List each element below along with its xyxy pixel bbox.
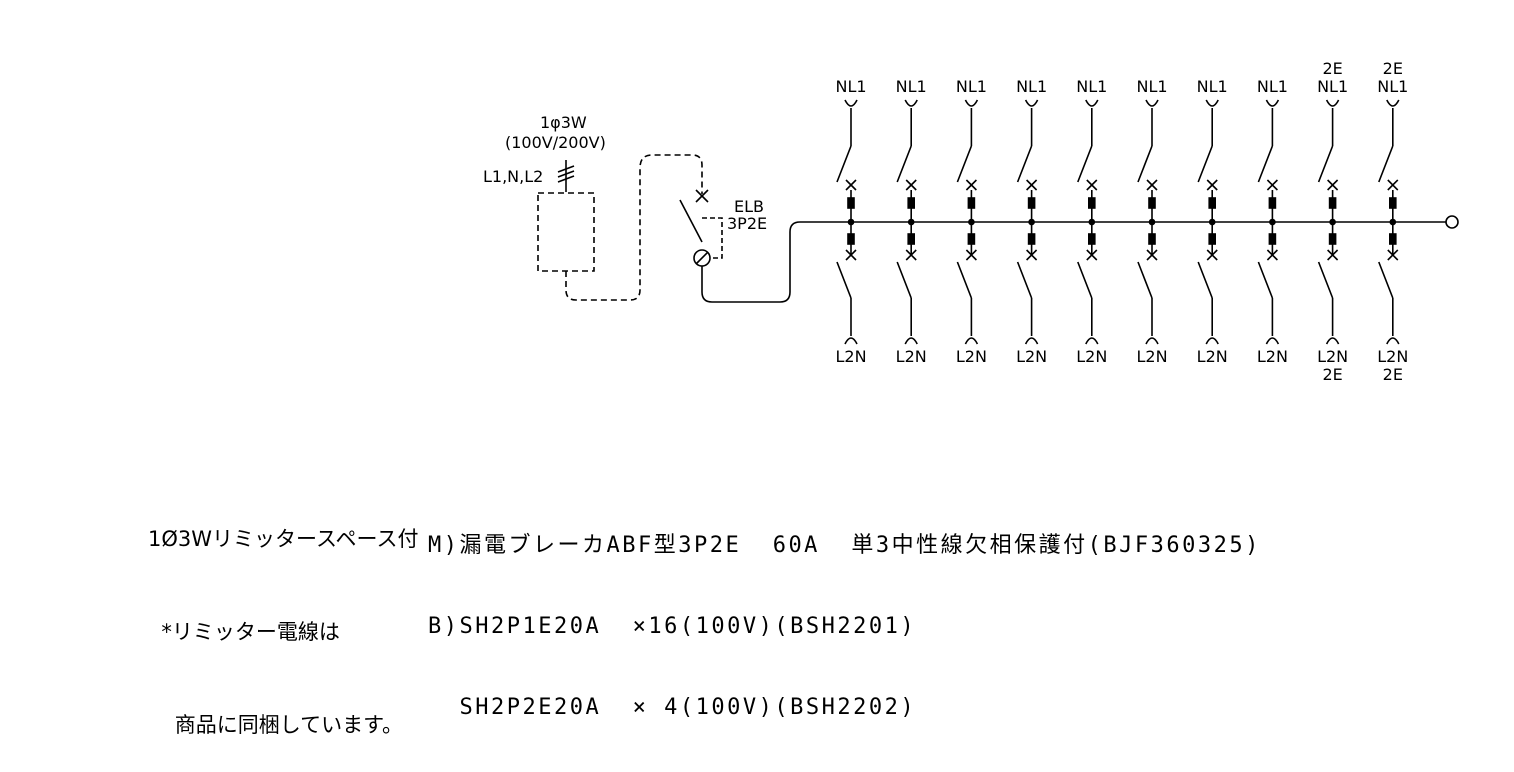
branch-circuit [956, 99, 979, 345]
branch-top-label: NL1 [835, 77, 866, 96]
branch-top-label: NL1 [1317, 77, 1348, 96]
branch-bottom-label: L2N [1377, 347, 1408, 366]
branch-bottom-extra: 2E [1383, 365, 1403, 384]
branch-top-label: NL1 [1197, 77, 1228, 96]
branch-top-label: NL1 [896, 77, 927, 96]
branch-top-label: NL1 [1377, 77, 1408, 96]
limiter-note-line3: 商品に同梱しています。 [148, 713, 403, 737]
branch-bottom-label: L2N [956, 347, 987, 366]
supply-lines-label: L1,N,L2 [483, 167, 543, 186]
branch-bottom-label: L2N [1136, 347, 1167, 366]
branch-top-label: NL1 [956, 77, 987, 96]
branch-bottom-label: L2N [1197, 347, 1228, 366]
branch-circuit [1257, 99, 1280, 345]
branch-circuit [1197, 99, 1219, 345]
branch-circuit [1137, 99, 1159, 345]
branch-bottom-extra: 2E [1322, 365, 1342, 384]
branch-circuit [1378, 99, 1400, 345]
branch-circuit [1317, 99, 1340, 345]
branch-top-label: NL1 [1016, 77, 1047, 96]
main-elb-breaker [679, 189, 1459, 303]
spec-branch-breakers-2: SH2P2E20A × 4(100V)(BSH2202) [428, 695, 917, 720]
spec-main-breaker: M)漏電ブレーカABF型3P2E 60A 単3中性線欠相保護付(BJF36032… [428, 533, 1261, 558]
branch-top-label: NL1 [1257, 77, 1288, 96]
single-line-wiring-diagram: 1φ3W (100V/200V) L1,N,L2 ELB 3P2E NL1L2N… [483, 59, 1459, 384]
branch-top-extra: 2E [1322, 59, 1342, 78]
branch-bottom-label: L2N [1076, 347, 1107, 366]
main-breaker-poles: 3P2E [727, 214, 767, 233]
limiter-notes: 1Ø3Wリミッタースペース付 *リミッター電線は 商品に同梱しています。 [148, 462, 418, 772]
spec-branch-breakers-1: B)SH2P1E20A ×16(100V)(BSH2201) [428, 614, 917, 639]
branch-bottom-label: L2N [1016, 347, 1047, 366]
main-breaker-type: ELB [734, 197, 764, 216]
branch-bottom-label: L2N [1317, 347, 1348, 366]
branch-top-label: NL1 [1136, 77, 1167, 96]
branch-circuit [896, 99, 918, 345]
branch-top-label: NL1 [1076, 77, 1107, 96]
supply-phase-label: 1φ3W [540, 113, 587, 132]
branch-bottom-label: L2N [1257, 347, 1288, 366]
breaker-spec-notes: M)漏電ブレーカABF型3P2E 60A 単3中性線欠相保護付(BJF36032… [428, 478, 1261, 748]
branch-circuit [1077, 99, 1099, 345]
supply-voltage-label: (100V/200V) [505, 133, 606, 152]
limiter-note-line1: 1Ø3Wリミッタースペース付 [148, 527, 419, 551]
branch-circuit [1016, 99, 1039, 345]
branch-circuit [836, 99, 858, 345]
limiter-note-line2: *リミッター電線は [148, 620, 340, 644]
branch-bottom-label: L2N [835, 347, 866, 366]
limiter-space-box [537, 154, 703, 301]
branch-top-extra: 2E [1383, 59, 1403, 78]
branch-bottom-label: L2N [896, 347, 927, 366]
supply-wire [557, 160, 575, 192]
